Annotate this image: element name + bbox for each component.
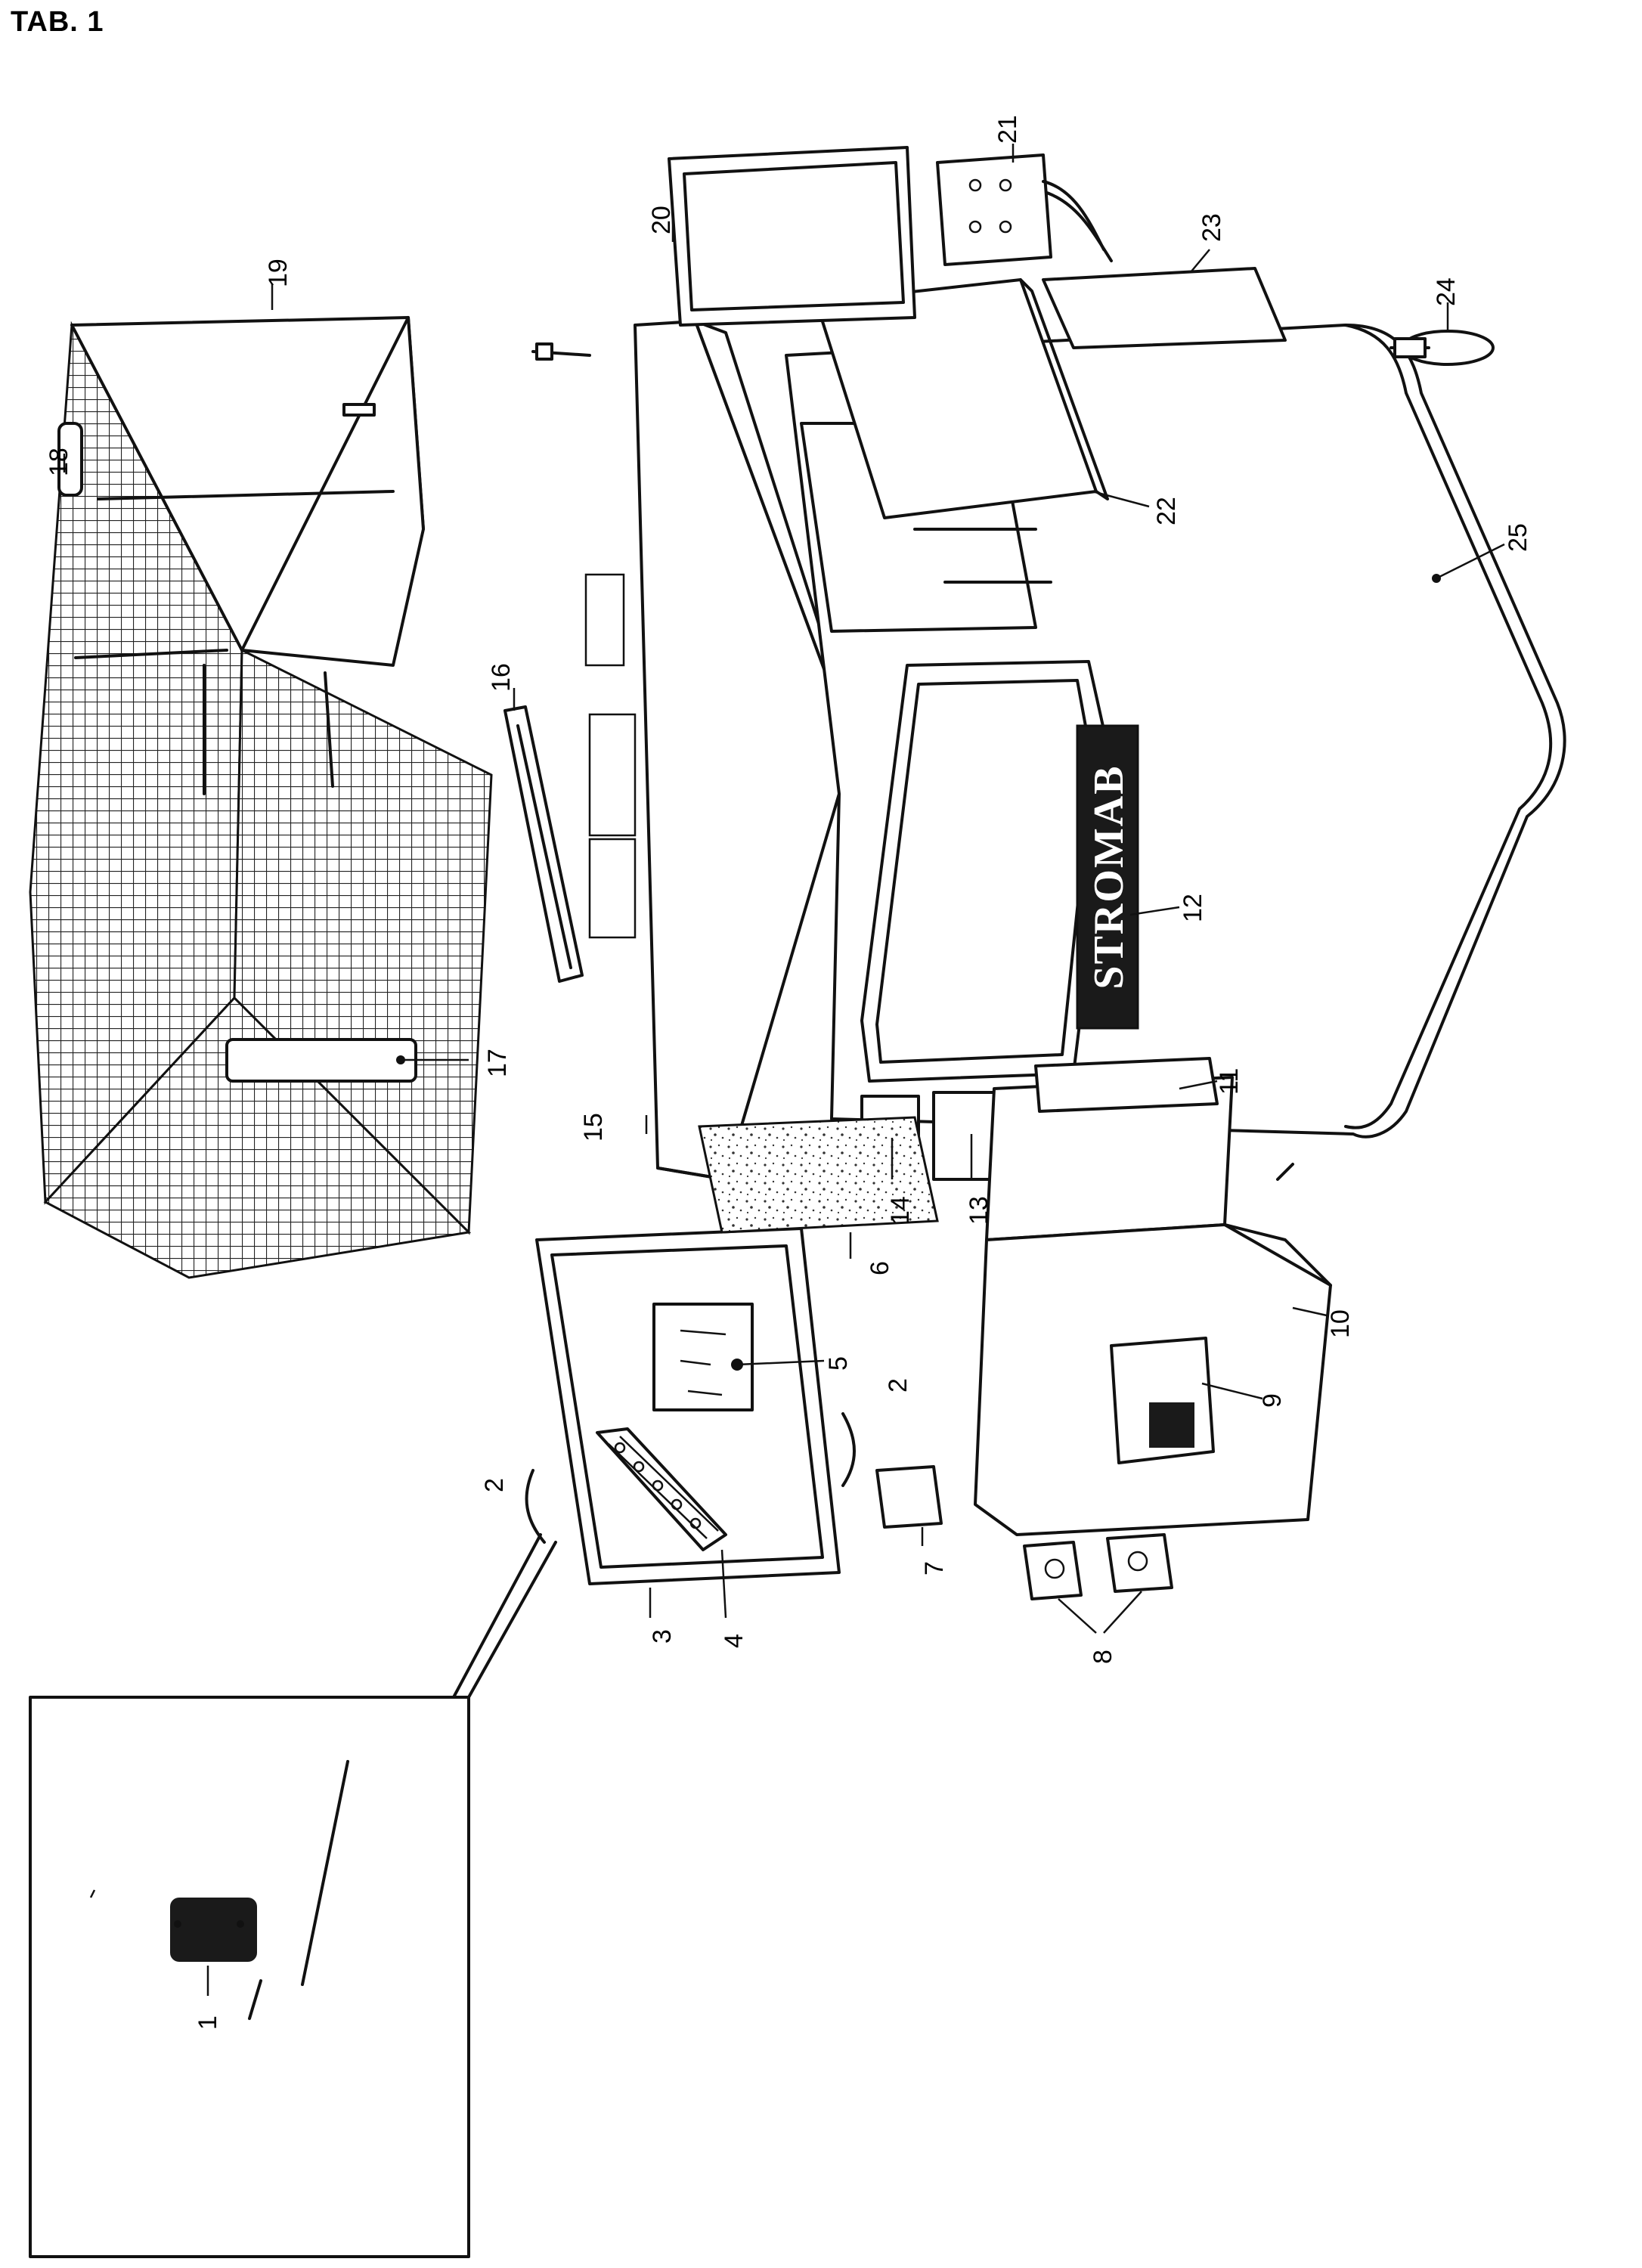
callouts: 1 2 2 3 4 5 6 7 7 8 9 10 11 12 13 14 15 … [45, 115, 1532, 2030]
rail-part [503, 705, 584, 983]
callout-11: 11 [1215, 1068, 1244, 1095]
callout-18: 18 [45, 448, 73, 476]
sheet-title: TAB. 1 [11, 6, 104, 38]
callout-16: 16 [487, 663, 516, 692]
callout-7: 7 [920, 1561, 949, 1576]
callout-5: 5 [824, 1356, 853, 1371]
callout-2b: 2 [884, 1378, 912, 1393]
callout-25: 25 [1504, 523, 1532, 552]
mesh-guard-enclosure [29, 316, 493, 1279]
front-door-assembly [974, 1057, 1332, 1600]
callout-12: 12 [1179, 894, 1207, 922]
callout-10: 10 [1326, 1309, 1355, 1338]
callout-24: 24 [1432, 277, 1461, 306]
callout-13: 13 [965, 1196, 993, 1225]
main-cabinet: STROMAB [668, 146, 1566, 1181]
callout-3: 3 [648, 1629, 677, 1644]
callout-4: 4 [720, 1634, 748, 1648]
callout-9: 9 [1258, 1393, 1287, 1408]
callout-21: 21 [993, 115, 1022, 144]
control-panel-tray [525, 1116, 943, 1585]
brand-plate-text: STROMAB [1086, 764, 1132, 989]
callout-22: 22 [1152, 497, 1181, 525]
callout-8-label: 8 [1089, 1650, 1117, 1664]
callout-2a: 2 [480, 1478, 509, 1492]
detail-inset [29, 1533, 557, 2258]
callout-23: 23 [1197, 213, 1226, 242]
callout-1: 1 [194, 2015, 222, 2030]
callout-19: 19 [264, 259, 293, 287]
callout-20: 20 [647, 206, 676, 234]
callout-15: 15 [579, 1113, 608, 1142]
callout-17: 17 [483, 1049, 512, 1077]
callout-14: 14 [886, 1196, 915, 1225]
callout-6: 6 [866, 1261, 894, 1275]
